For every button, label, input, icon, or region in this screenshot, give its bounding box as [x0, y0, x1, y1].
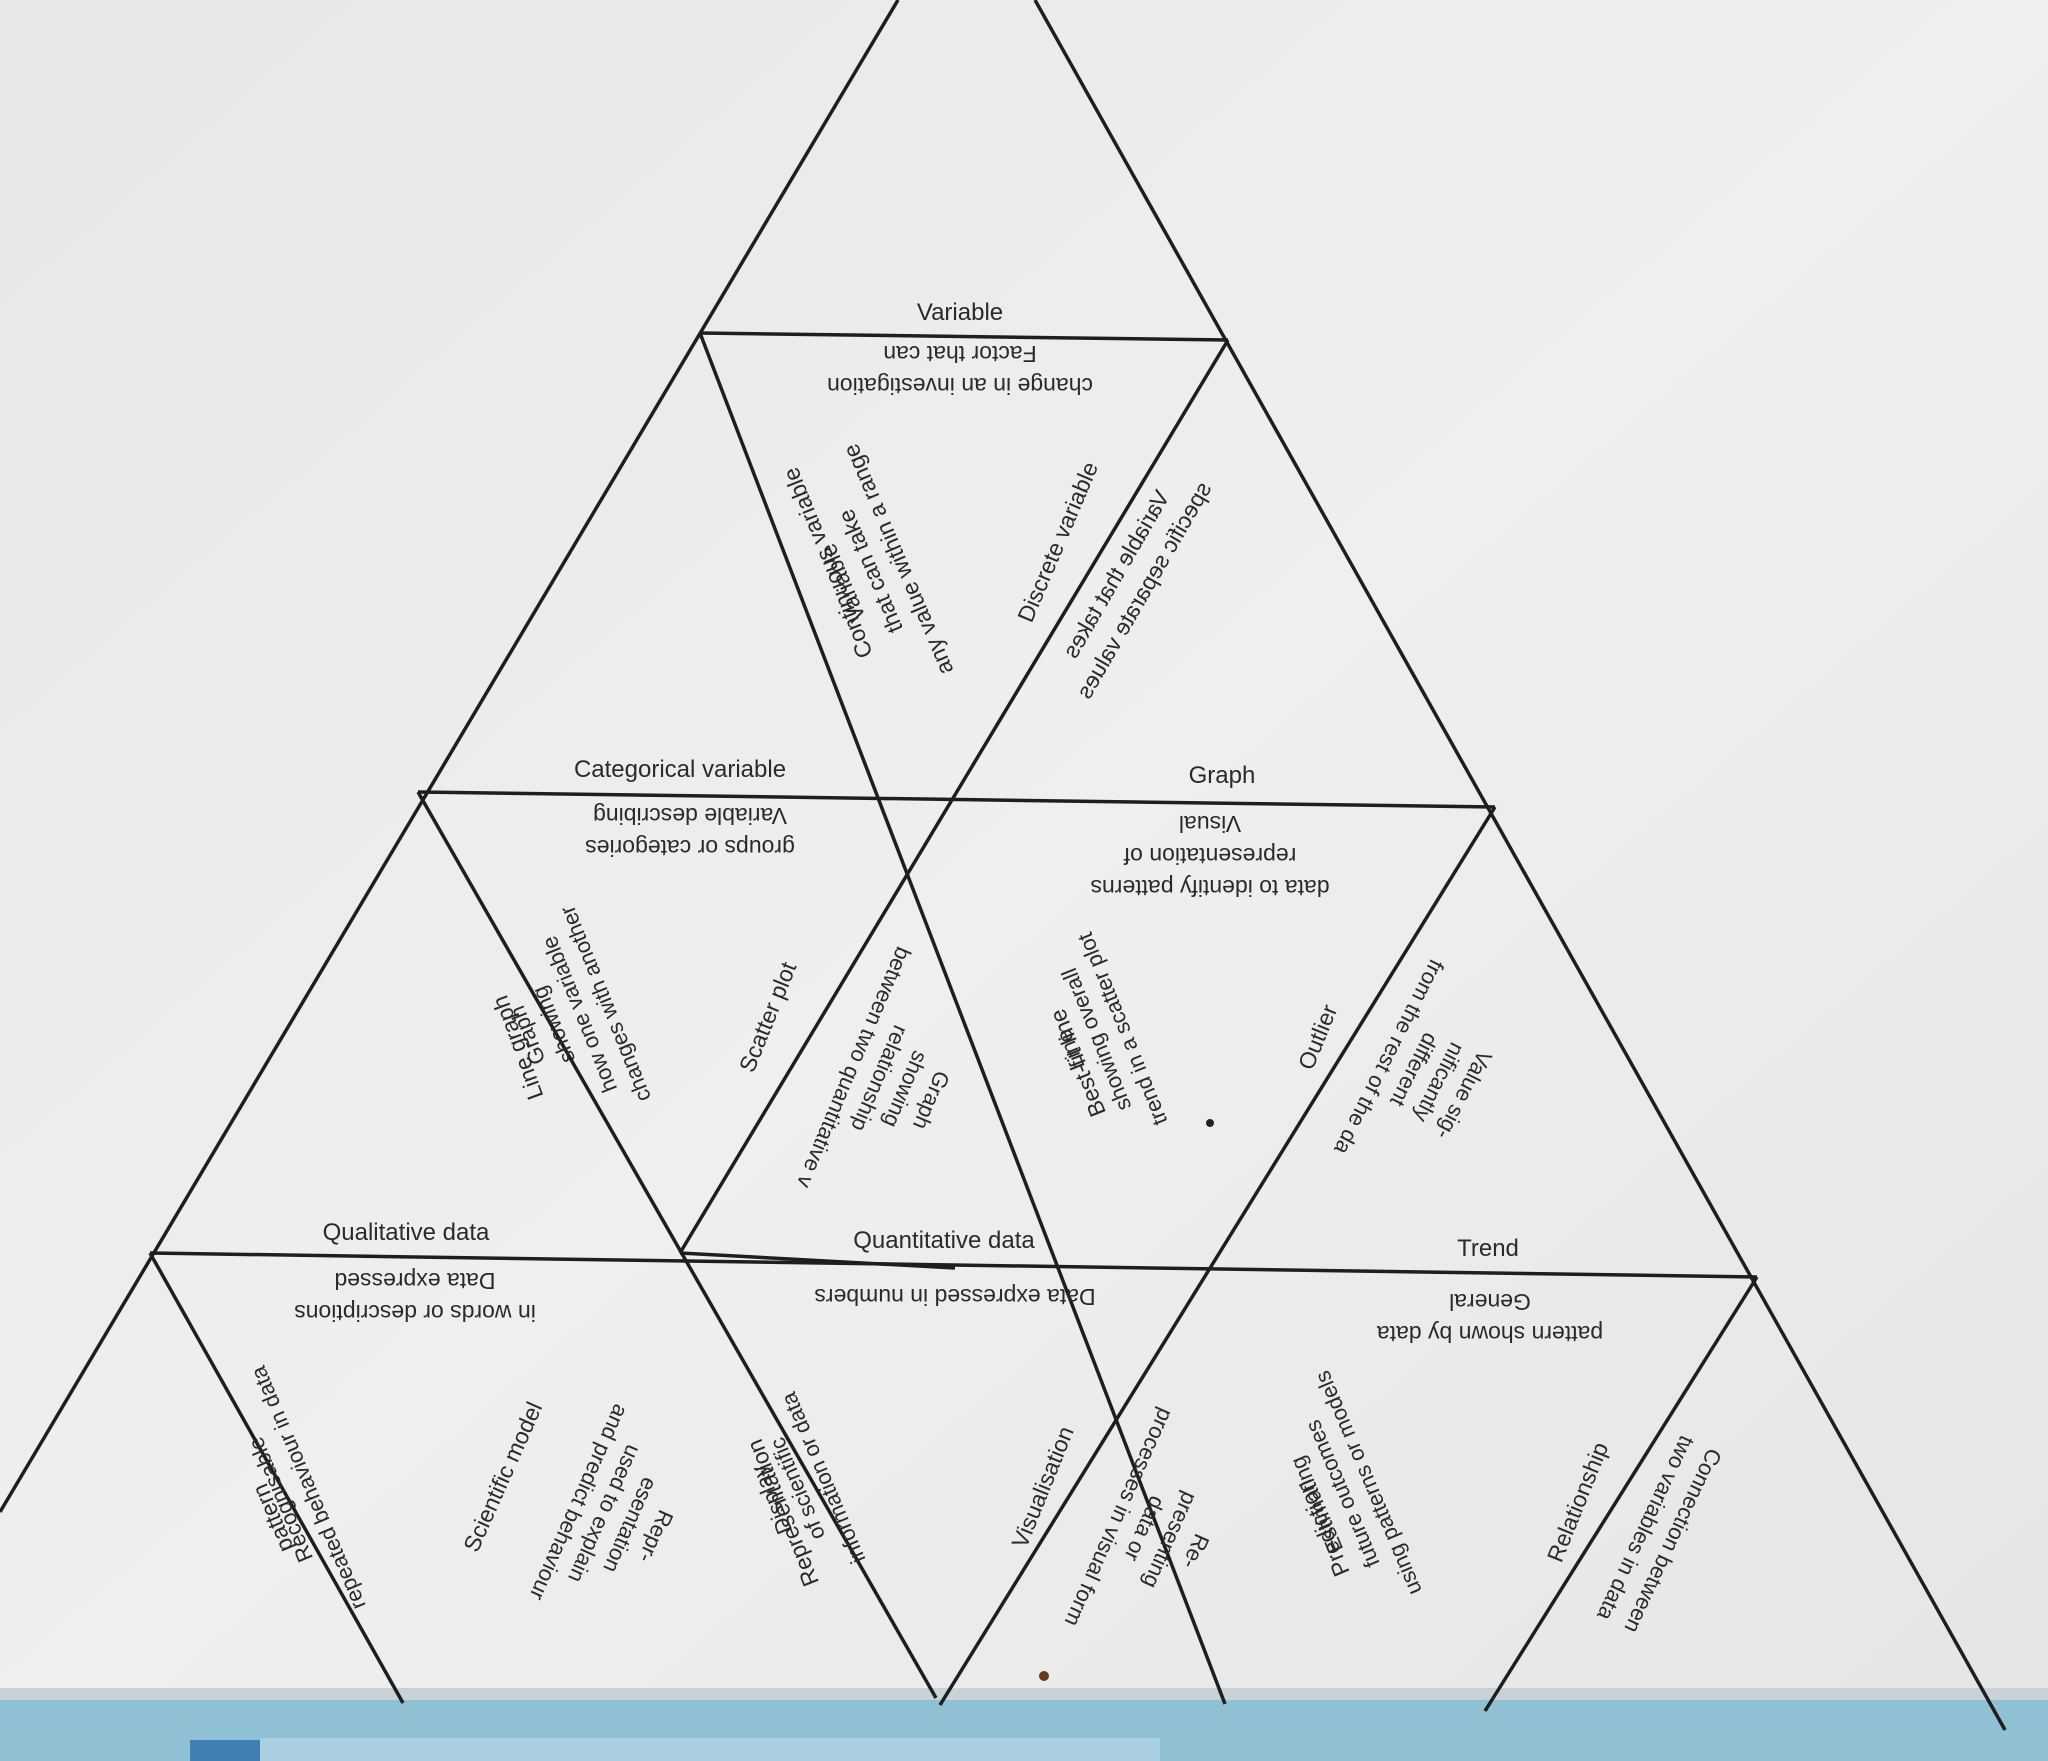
t3-def-left-0: Variable describing [593, 803, 787, 829]
t8-def-left-0: Data expressed [334, 1268, 495, 1294]
t3-term-left: Categorical variable [574, 756, 786, 783]
t3-def-right-2: data to identify patterns [1090, 875, 1329, 901]
t1-def-0: Factor that can [883, 341, 1036, 367]
t3-def-right-0: Visual [1179, 811, 1241, 837]
t3-term-right: Graph [1189, 762, 1256, 789]
t8-def-right-1: pattern shown by data [1377, 1321, 1604, 1347]
t8-term-right: Trend [1457, 1235, 1519, 1262]
ink-dot [1206, 1119, 1214, 1127]
puzzle-grid [0, 0, 2007, 1731]
t8-term-left: Qualitative data [323, 1219, 490, 1246]
t8-def-left-1: in words or descriptions [294, 1300, 536, 1326]
t1-term: Variable [917, 299, 1003, 326]
t3-def-left-1: groups or categories [585, 835, 795, 861]
ink-dot [1039, 1671, 1049, 1681]
t3-def-right-1: representation of [1123, 843, 1296, 869]
t8-term-mid: Quantitative data [853, 1227, 1035, 1254]
t8-def-mid-0: Data expressed in numbers [814, 1284, 1095, 1310]
t8-def-right-0: General [1449, 1289, 1531, 1315]
t1-def-1: change in an investigation [827, 373, 1093, 399]
